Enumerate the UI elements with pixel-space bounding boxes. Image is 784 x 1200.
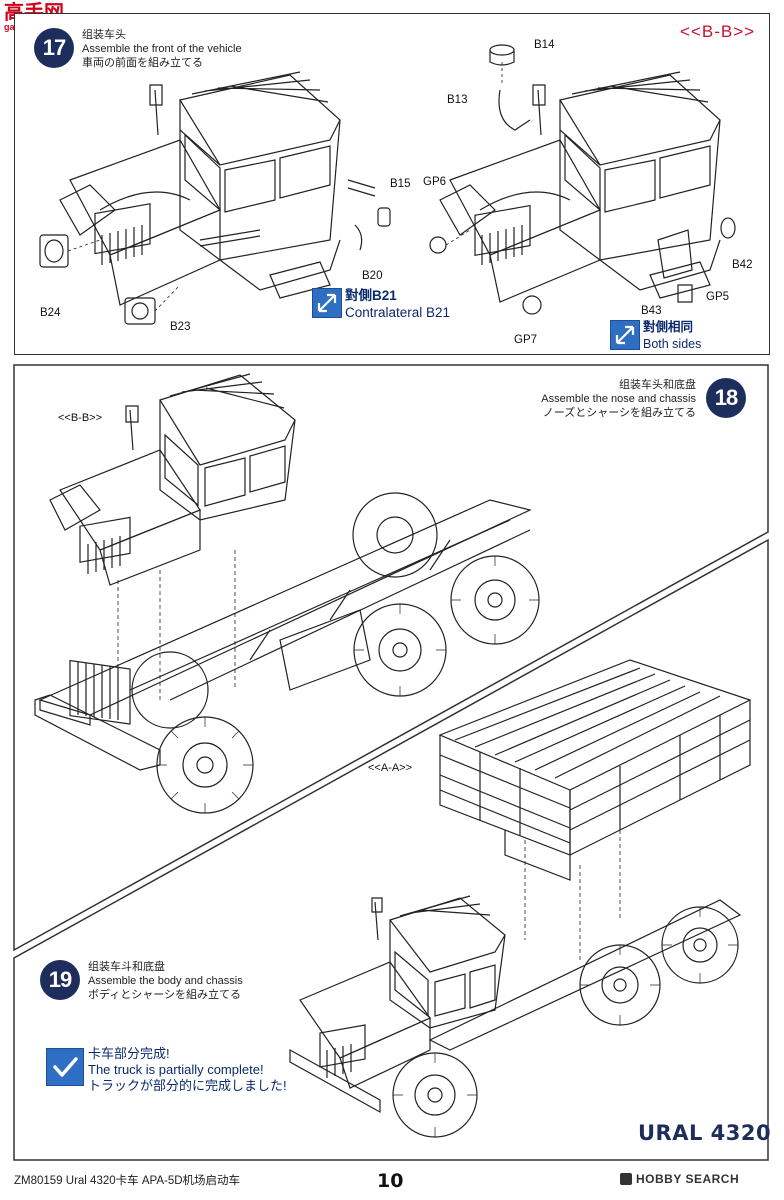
section-marker-bb: <<B-B>> <box>680 22 756 41</box>
step19-truck-drawing <box>289 659 752 1138</box>
complete-en: The truck is partially complete! <box>88 1062 264 1077</box>
step18-text-en: Assemble the nose and chassis <box>541 393 696 405</box>
step17-text-cn: 组装车头 <box>82 29 126 41</box>
contralateral-note: 對側B21 Contralateral B21 <box>345 287 450 321</box>
step19-instructions: 组装车斗和底盘 Assemble the body and chassis ボデ… <box>88 960 243 1002</box>
complete-cn: 卡车部分完成! <box>88 1046 170 1061</box>
part-label-b24: B24 <box>40 307 61 319</box>
part-label-gp6: GP6 <box>423 176 447 188</box>
part-label-b14: B14 <box>534 39 555 51</box>
contralateral-arrow-icon <box>312 288 342 318</box>
step17-text-jp: 車両の前面を組み立てる <box>82 57 203 69</box>
step17-panel <box>14 13 770 355</box>
complete-jp: トラックが部分的に完成しました! <box>88 1078 287 1093</box>
contralateral-cn: 對側B21 <box>345 288 397 303</box>
step17-text-en: Assemble the front of the vehicle <box>82 43 242 55</box>
step18-badge: 18 <box>706 378 746 418</box>
step19-badge: 19 <box>40 960 80 1000</box>
step19-text-en: Assemble the body and chassis <box>88 975 243 987</box>
hobby-search-icon <box>620 1173 632 1185</box>
footer-brand: HOBBY SEARCH <box>636 1172 740 1186</box>
both-sides-arrow-icon <box>610 320 640 350</box>
step18-19-panel-frame <box>13 364 769 1161</box>
step18-chassis-drawing <box>34 373 540 814</box>
part-label-b13: B13 <box>447 94 468 106</box>
part-label-b20: B20 <box>362 270 383 282</box>
step18-marker-bb: <<B-B>> <box>58 412 103 424</box>
part-label-gp7: GP7 <box>514 334 538 346</box>
step18-text-jp: ノーズとシャーシを組み立てる <box>542 407 696 419</box>
both-sides-cn: 對側相同 <box>643 320 694 334</box>
contralateral-en: Contralateral B21 <box>345 305 451 320</box>
step18-text-cn: 组装车头和底盘 <box>619 379 696 391</box>
complete-check-icon <box>46 1048 84 1086</box>
part-label-gp5: GP5 <box>706 291 730 303</box>
both-sides-note: 對側相同 Both sides <box>643 319 701 353</box>
part-label-b42: B42 <box>732 259 753 271</box>
part-label-b43: B43 <box>641 305 662 317</box>
complete-note: 卡车部分完成! The truck is partially complete!… <box>88 1046 287 1094</box>
step17-badge: 17 <box>34 28 74 68</box>
footer-page-number: 10 <box>377 1170 404 1192</box>
footer-product: ZM80159 Ural 4320卡车 APA-5D机场启动车 <box>14 1175 241 1187</box>
part-label-b15: B15 <box>390 178 411 190</box>
model-name: URAL 4320 <box>638 1121 772 1145</box>
step17-instructions: 组装车头 Assemble the front of the vehicle 車… <box>82 28 242 70</box>
part-label-b23: B23 <box>170 321 191 333</box>
both-sides-en: Both sides <box>643 337 702 351</box>
step17-right-cab-drawing <box>429 44 736 315</box>
footer-brand-logo: HOBBY SEARCH <box>620 1172 739 1186</box>
step19-text-jp: ボディとシャーシを組み立てる <box>88 989 242 1001</box>
step17-left-cab-drawing <box>39 71 391 325</box>
step18-instructions: 组装车头和底盘 Assemble the nose and chassis ノー… <box>470 378 696 420</box>
step19-text-cn: 组装车斗和底盘 <box>88 961 165 973</box>
step19-marker-aa: <<A-A>> <box>368 762 413 774</box>
